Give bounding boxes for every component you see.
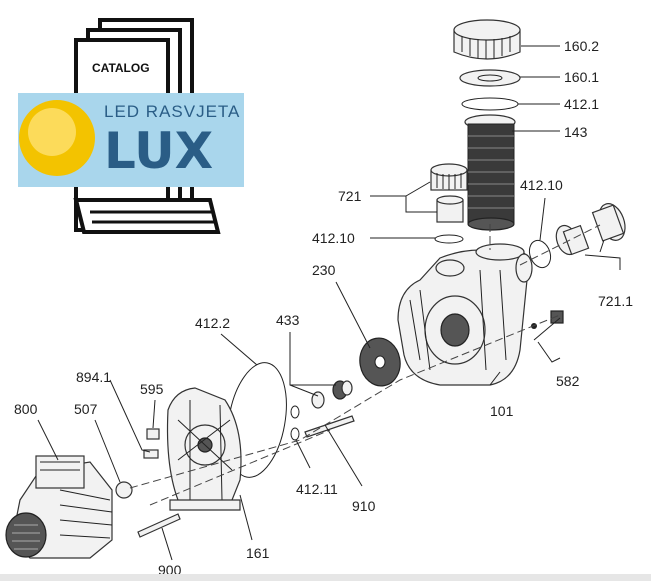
bottom-divider bbox=[0, 574, 651, 581]
seal-plate bbox=[166, 387, 242, 511]
part-label-910: 910 bbox=[352, 498, 376, 514]
part-label-230: 230 bbox=[312, 262, 336, 278]
screw bbox=[304, 415, 355, 438]
discharge-union bbox=[555, 203, 626, 256]
o-ring-cover bbox=[461, 97, 519, 111]
slinger-washer bbox=[115, 481, 133, 499]
o-ring-suction bbox=[434, 234, 464, 244]
bolt bbox=[137, 513, 181, 538]
union-fitting bbox=[430, 163, 468, 223]
part-label-800: 800 bbox=[14, 401, 38, 417]
part-label-143: 143 bbox=[564, 124, 588, 140]
foot-spacer bbox=[143, 449, 159, 459]
brand-name: LUX bbox=[104, 122, 213, 180]
strainer-basket bbox=[464, 114, 516, 231]
part-label-595: 595 bbox=[140, 381, 164, 397]
pump-housing bbox=[397, 243, 533, 386]
brand-subtitle: LED RASVJETA bbox=[104, 102, 240, 121]
foot-part bbox=[146, 428, 160, 440]
part-label-721: 721 bbox=[338, 188, 362, 204]
part-label-507: 507 bbox=[74, 401, 98, 417]
catalog-label: CATALOG bbox=[92, 61, 150, 75]
part-label-582: 582 bbox=[556, 373, 580, 389]
part-label-433: 433 bbox=[276, 312, 300, 328]
assembly-axis bbox=[129, 314, 561, 489]
part-label-721-1: 721.1 bbox=[598, 293, 633, 309]
impeller bbox=[359, 337, 401, 387]
part-label-160-1: 160.1 bbox=[564, 69, 599, 85]
cover-nut bbox=[453, 19, 521, 60]
part-label-412-2: 412.2 bbox=[195, 315, 230, 331]
part-label-412-1: 412.1 bbox=[564, 96, 599, 112]
mechanical-seal bbox=[311, 380, 353, 409]
leader-lines bbox=[37, 45, 621, 561]
o-ring-discharge bbox=[528, 239, 552, 269]
part-label-894-1: 894.1 bbox=[76, 369, 111, 385]
electric-motor bbox=[5, 455, 113, 559]
part-label-160-2: 160.2 bbox=[564, 38, 599, 54]
cover-disc bbox=[459, 69, 521, 87]
part-label-161: 161 bbox=[246, 545, 270, 561]
part-label-412-11: 412.11 bbox=[296, 481, 338, 497]
part-label-412-10-left: 412.10 bbox=[312, 230, 355, 246]
part-label-412-10-right: 412.10 bbox=[520, 177, 563, 193]
part-label-101: 101 bbox=[490, 403, 514, 419]
catalog-logo: CATALOG LED RASVJETA LUX bbox=[18, 18, 244, 234]
